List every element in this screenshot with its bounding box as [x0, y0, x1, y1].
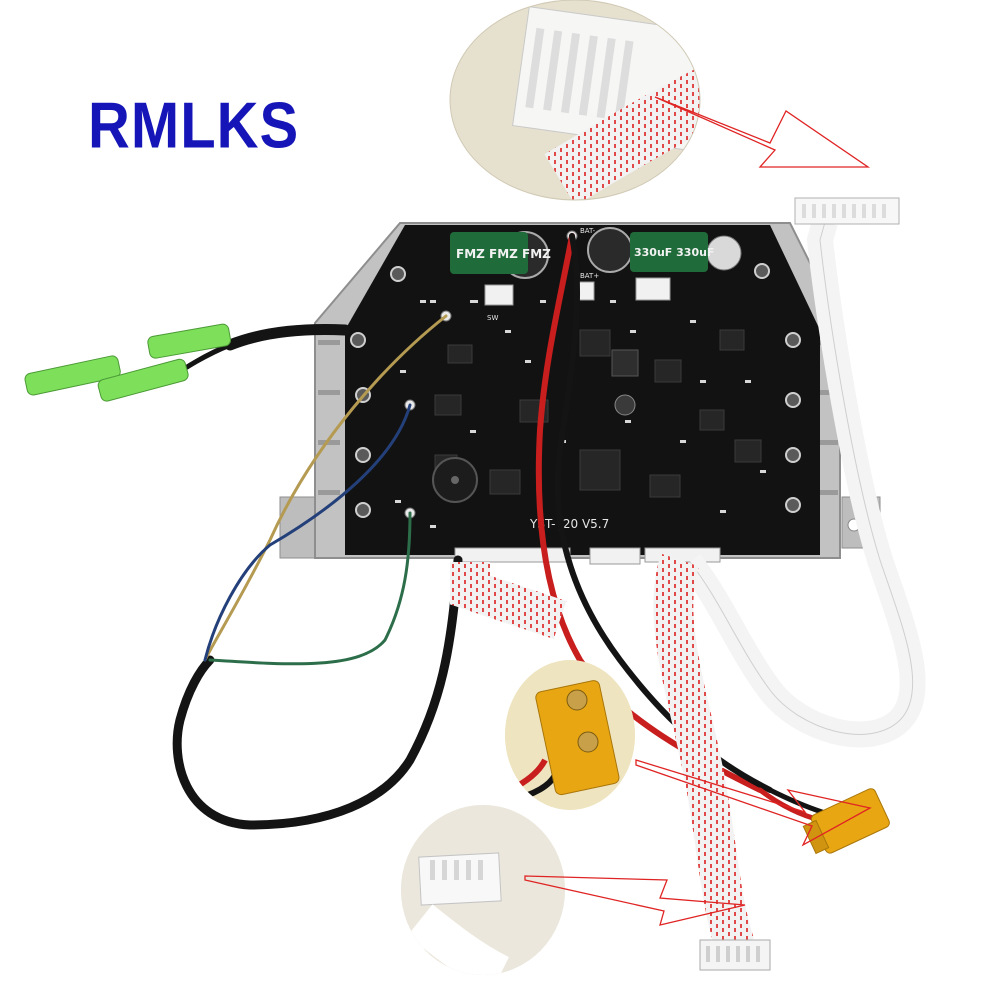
arrow-bottom-callout [524, 875, 746, 926]
silk-bat-minus-label: BAT- [580, 227, 596, 235]
arrow-xt60-callout [635, 759, 872, 847]
ribbon-cable-long [679, 197, 926, 748]
callout-arrows [524, 96, 872, 926]
motor-phase-terminals [24, 323, 232, 402]
silk-bat-plus-label: BAT+ [580, 272, 599, 280]
wiring [152, 233, 825, 830]
capacitor-bank-right: 330uF 330uF [630, 232, 714, 272]
inset-xt60-closeup [505, 660, 635, 810]
ribbon-cable-striped [450, 553, 771, 971]
xt60-connector [802, 788, 890, 855]
board-model-label: YST- J20 V5.7 [529, 517, 609, 531]
pcb-board: FMZ FMZ FMZ 330uF 330uF SW BAT- BAT+ YST… [345, 225, 820, 565]
capacitor-bank-left: FMZ FMZ FMZ [450, 232, 551, 274]
capacitor-label-left: FMZ FMZ FMZ [456, 247, 551, 261]
capacitor-label-right: 330uF 330uF [634, 246, 714, 259]
silk-sw-label: SW [487, 314, 498, 322]
arrow-top-callout [654, 96, 871, 168]
inset-bottom-connector-closeup [401, 805, 565, 975]
inset-top-connector-closeup [449, 0, 701, 201]
brand-logo-text: RMLKS [88, 89, 300, 162]
